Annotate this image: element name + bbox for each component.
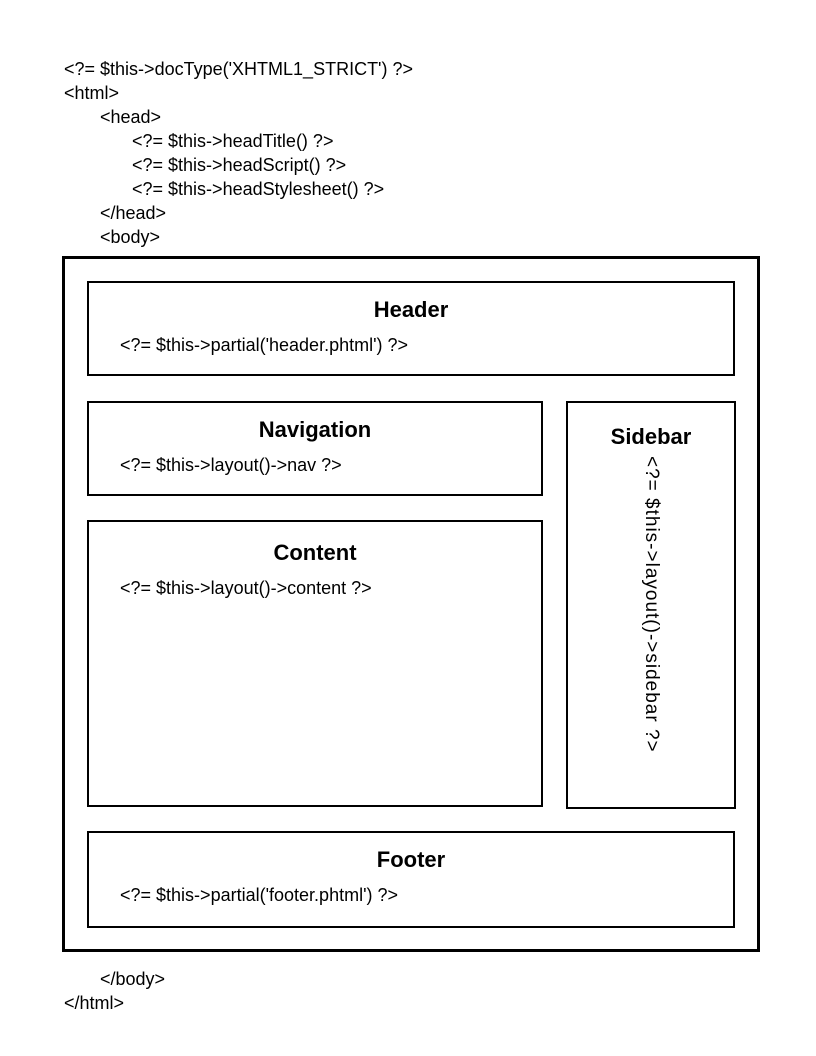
header-box-title: Header [373, 297, 449, 322]
navigation-box-title: Navigation [258, 417, 372, 442]
code-block-bottom: </body> </html> [64, 967, 165, 1015]
header-box: Header <?= $this->partial('header.phtml'… [87, 281, 735, 376]
content-box-title: Content [273, 540, 357, 565]
footer-box-title: Footer [376, 847, 446, 872]
code-line-html-close: </html> [64, 993, 125, 1013]
code-line-head-script: <?= $this->headScript() ?> [132, 155, 347, 175]
footer-box: Footer <?= $this->partial('footer.phtml'… [87, 831, 735, 928]
content-box: Content <?= $this->layout()->content ?> [87, 520, 543, 807]
code-line-doctype: <?= $this->docType('XHTML1_STRICT') ?> [64, 59, 414, 79]
footer-box-code: <?= $this->partial('footer.phtml') ?> [120, 885, 399, 905]
code-block-top: <?= $this->docType('XHTML1_STRICT') ?> <… [64, 57, 413, 249]
sidebar-box-code-vertical: <?= $this->layout()->sidebar ?> [641, 456, 662, 753]
code-line-head-close: </head> [100, 203, 167, 223]
navigation-box: Navigation <?= $this->layout()->nav ?> [87, 401, 543, 496]
code-line-body-close: </body> [100, 969, 166, 989]
code-line-html-open: <html> [64, 83, 120, 103]
code-line-body-open: <body> [100, 227, 161, 247]
sidebar-box: Sidebar <?= $this->layout()->sidebar ?> [566, 401, 736, 809]
code-line-head-title: <?= $this->headTitle() ?> [132, 131, 334, 151]
code-line-head-stylesheet: <?= $this->headStylesheet() ?> [132, 179, 385, 199]
content-box-code: <?= $this->layout()->content ?> [120, 578, 372, 598]
header-box-code: <?= $this->partial('header.phtml') ?> [120, 335, 409, 355]
code-line-head-open: <head> [100, 107, 162, 127]
sidebar-box-title: Sidebar [610, 424, 692, 449]
navigation-box-code: <?= $this->layout()->nav ?> [120, 455, 342, 475]
